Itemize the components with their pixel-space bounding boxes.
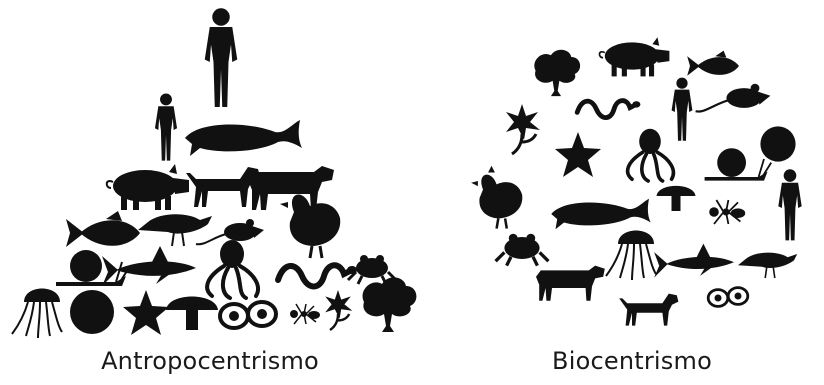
flower-icon (325, 290, 352, 330)
flower-icon (506, 104, 540, 154)
starfish-icon (555, 132, 601, 177)
cell-icon (220, 304, 248, 328)
anthropocentrism-pyramid (0, 0, 420, 340)
snail-icon (56, 250, 130, 286)
whale-icon (551, 199, 650, 230)
human-icon (155, 93, 177, 160)
dog-icon (186, 167, 260, 207)
chicken-icon (471, 166, 522, 229)
octopus-icon (628, 129, 674, 181)
coral-icon (760, 126, 795, 161)
cell-icon (708, 290, 728, 307)
snake-icon (577, 101, 640, 118)
cell-icon (728, 288, 748, 305)
starfish-icon (123, 290, 169, 335)
biocentrism-panel: Biocentrismo (440, 0, 824, 385)
bird-icon (138, 214, 212, 246)
bird-icon (738, 253, 797, 278)
fish-icon (66, 211, 140, 247)
anthropocentrism-panel: Antropocentrismo (0, 0, 420, 385)
jellyfish-icon (12, 289, 62, 339)
cell-icon (248, 302, 276, 326)
mushroom-icon (166, 297, 218, 331)
biocentrism-caption: Biocentrismo (440, 343, 824, 379)
pig-icon (107, 164, 189, 210)
anthropocentrism-caption: Antropocentrismo (0, 343, 420, 379)
snail-icon (705, 148, 772, 180)
frog-icon (496, 234, 549, 266)
biocentrism-cloud (440, 0, 824, 340)
shark-icon (654, 244, 734, 278)
tree-icon (363, 277, 417, 332)
snake-icon (278, 265, 357, 286)
ant-icon (709, 200, 745, 224)
tree-icon (534, 50, 580, 96)
human-icon (672, 78, 693, 141)
pig-icon (599, 37, 669, 76)
human-icon (205, 8, 238, 107)
jellyfish-icon (606, 231, 656, 281)
coral-icon (70, 290, 114, 334)
mouse-icon (696, 84, 771, 112)
mushroom-icon (657, 186, 696, 211)
human-icon (778, 169, 801, 240)
fish-icon (687, 51, 739, 76)
whale-icon (185, 120, 302, 156)
dog-icon (619, 294, 678, 326)
octopus-icon (207, 240, 258, 298)
cow-icon (536, 266, 605, 301)
ant-icon (290, 304, 320, 324)
